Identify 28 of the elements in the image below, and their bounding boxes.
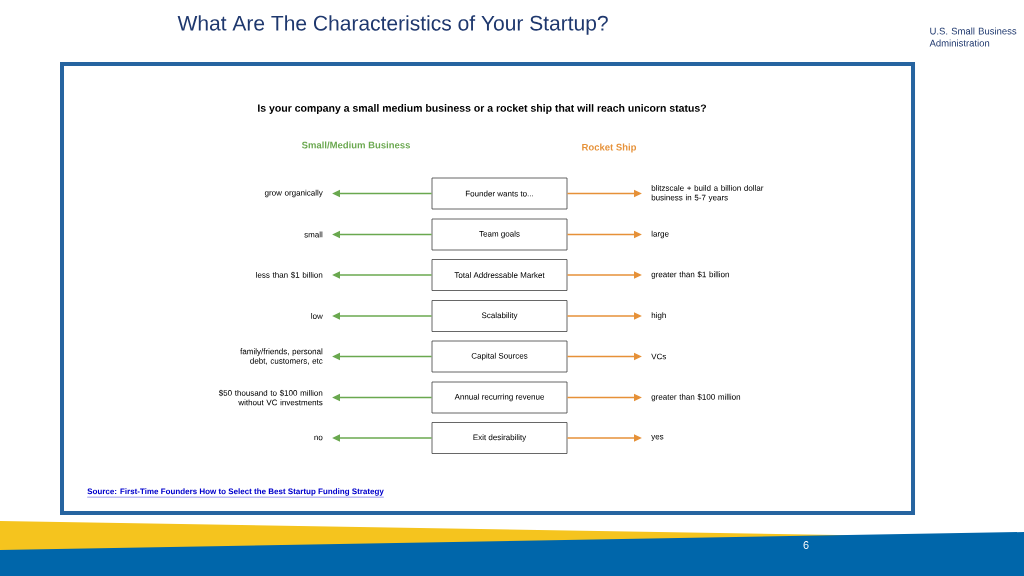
- question-heading: Is your company a small medium business or a rocket ship that will reach unicorn status?: [258, 104, 707, 114]
- label-box: Founder wants to...: [431, 177, 568, 210]
- agency-name: U.S. Small Business Administration: [929, 27, 1017, 47]
- page-number: 6: [803, 541, 809, 549]
- answer-text: no: [314, 435, 323, 441]
- answer-text: blitzscale + build a billion dollar business in 5-7 years: [651, 185, 764, 202]
- label-box: Exit desirability: [431, 422, 568, 454]
- label-box: Annual recurring revenue: [431, 381, 568, 414]
- column-heading: Small/Medium Business: [301, 141, 410, 149]
- answer-text: yes: [651, 435, 664, 441]
- answer-text: greater than $1 billion: [651, 271, 729, 279]
- slide-title: What Are The Characteristics of Your Startup?: [177, 15, 608, 35]
- column-heading: Rocket Ship: [582, 143, 637, 153]
- answer-text: family/friends, personal debt, customers, etc: [240, 348, 323, 365]
- answer-text: less than $1 billion: [256, 271, 323, 279]
- label-box: Scalability: [431, 300, 568, 332]
- answer-text: grow organically: [264, 189, 323, 198]
- label-box: Total Addressable Market: [431, 259, 568, 291]
- label-box: Capital Sources: [431, 340, 568, 373]
- answer-text: small: [304, 231, 323, 238]
- answer-text: large: [651, 230, 669, 239]
- source-link: Source: First-Time Founders How to Select the Best Startup Funding Strategy: [87, 488, 385, 498]
- answer-text: low: [311, 313, 323, 319]
- label-box: Team goals: [431, 218, 568, 251]
- answer-text: greater than $100 million: [651, 393, 741, 402]
- answer-text: $50 thousand to $100 million without VC investments: [218, 389, 323, 406]
- answer-text: VCs: [651, 353, 667, 360]
- answer-text: high: [651, 312, 666, 320]
